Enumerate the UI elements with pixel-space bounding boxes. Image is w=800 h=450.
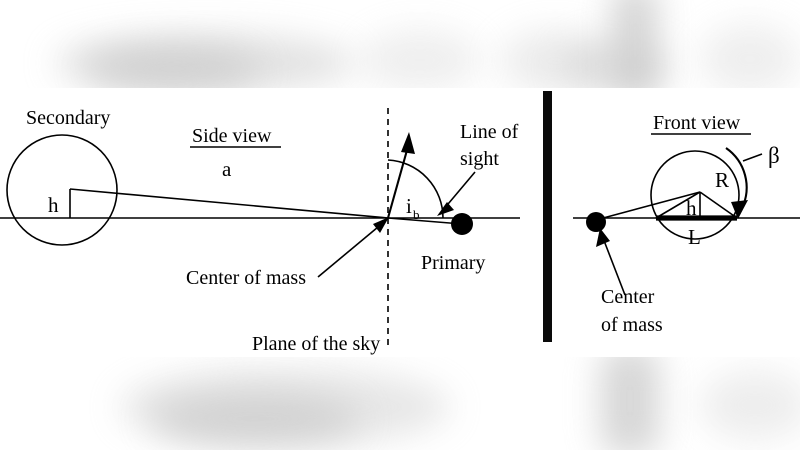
chord-label-L: L [688,225,701,249]
beta-leader-line [742,153,763,162]
primary-connector-line [387,217,463,225]
panel-divider-bar [543,91,552,342]
beta-angle-arrow [725,147,748,219]
side-view-title: Side view [190,125,281,148]
secondary-star-circle [6,134,118,246]
backdrop-top [0,0,800,89]
inclination-angle-arc [387,159,444,219]
separation-label-a: a [222,157,232,181]
front-view-title: Front view [651,112,751,135]
front-center-of-mass-label-line1: Center [601,286,655,308]
front-secondary-circle [650,150,740,240]
front-center-of-mass-dot [586,212,606,232]
line-of-sight-arrow [386,132,415,219]
center-of-mass-leader-arrow [317,217,389,278]
line-of-sight-label-line1: Line of [460,121,519,143]
front-height-label: h [686,196,697,220]
primary-label: Primary [421,252,485,274]
line-of-sight-leader-arrow [437,171,476,216]
front-center-of-mass-label-line2: of mass [601,314,663,336]
backdrop-bottom [0,356,800,450]
primary-star-dot [451,213,473,235]
secondary-label: Secondary [26,107,110,129]
radius-R-segment [699,191,738,219]
svg-text:Front view: Front view [653,112,741,134]
side-view-panel: Secondary Side view a h i b Line of sigh… [0,107,520,355]
svg-text:b: b [413,207,420,222]
center-of-mass-label-side: Center of mass [186,267,306,289]
inclination-label: i b [406,194,420,222]
radius-label-R: R [715,168,729,192]
svg-text:i: i [406,194,412,218]
beta-label: β [768,143,780,168]
line-of-sight-label-line2: sight [460,148,499,170]
diagram-canvas: Secondary Side view a h i b Line of sigh… [0,88,800,357]
plane-of-sky-label: Plane of the sky [252,333,380,355]
front-center-of-mass-leader-arrow [596,228,626,296]
triangle-left-side [655,191,701,219]
front-view-panel: Front view β R h L Center of mass [573,112,800,336]
front-com-connector [591,191,701,222]
svg-text:Side view: Side view [192,125,272,147]
secondary-height-label: h [48,193,59,217]
separation-line-a [69,188,389,219]
